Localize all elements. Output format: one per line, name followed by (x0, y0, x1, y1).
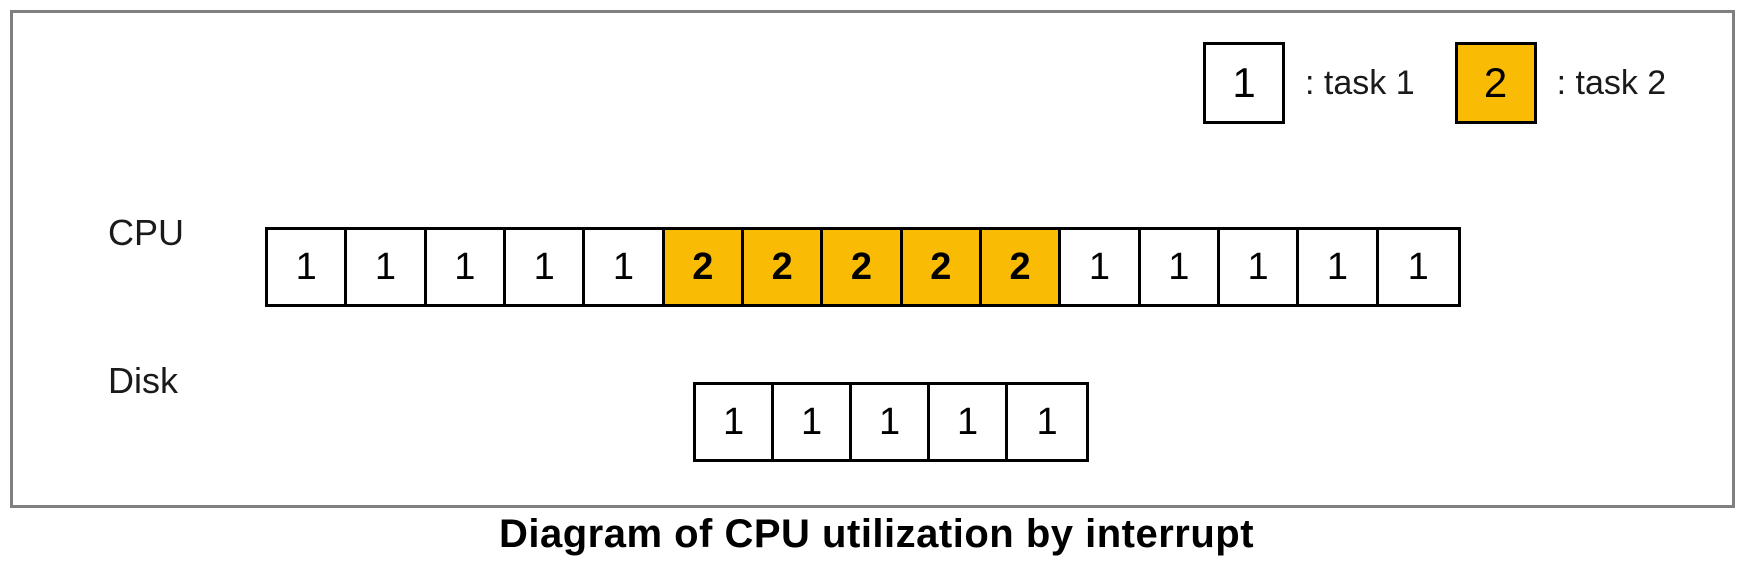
legend-swatch-task-1: 1 (1203, 42, 1285, 124)
legend-label-task-2: : task 2 (1556, 64, 1667, 102)
timeline-cell: 2 (743, 230, 824, 304)
timeline-cell: 1 (585, 230, 665, 304)
timeline-cell: 1 (930, 385, 1009, 459)
legend-label-task-1: : task 1 (1305, 64, 1415, 102)
timeline-cell: 1 (1008, 385, 1086, 459)
timeline-cell: 1 (1061, 230, 1141, 304)
legend: 1 : task 1 2 : task 2 (1203, 40, 1666, 126)
figure-caption: Diagram of CPU utilization by interrupt (498, 512, 1255, 556)
legend-swatch-task-2: 2 (1454, 42, 1537, 124)
timeline-cell: 1 (1219, 230, 1300, 304)
timeline-cell: 2 (664, 230, 744, 304)
timeline-cell: 1 (347, 230, 427, 304)
timeline-cell: 1 (426, 230, 506, 304)
timeline-cell: 1 (1140, 230, 1220, 304)
timeline-cell: 1 (505, 230, 586, 304)
legend-item-task-1: 1 : task 1 (1203, 42, 1415, 124)
timeline-cell: 1 (1299, 230, 1379, 304)
figure-frame: 1 : task 1 2 : task 2 CPU 1 1 1 1 1 2 2 … (10, 10, 1735, 508)
timeline-cell: 1 (774, 385, 853, 459)
timeline-cell: 2 (902, 230, 982, 304)
timeline-track-disk: 1 1 1 1 1 (693, 382, 1089, 462)
timeline-cell: 1 (696, 385, 775, 459)
timeline-cell: 2 (981, 230, 1062, 304)
timeline-cell: 2 (823, 230, 903, 304)
timeline-cell: 1 (852, 385, 931, 459)
timeline-cell: 1 (1378, 230, 1458, 304)
row-label-cpu: CPU (108, 212, 185, 253)
timeline-cell: 1 (268, 230, 348, 304)
row-label-disk: Disk (108, 360, 178, 401)
timeline-track-cpu: 1 1 1 1 1 2 2 2 2 2 1 1 1 1 1 (265, 227, 1461, 307)
legend-item-task-2: 2 : task 2 (1454, 42, 1667, 124)
